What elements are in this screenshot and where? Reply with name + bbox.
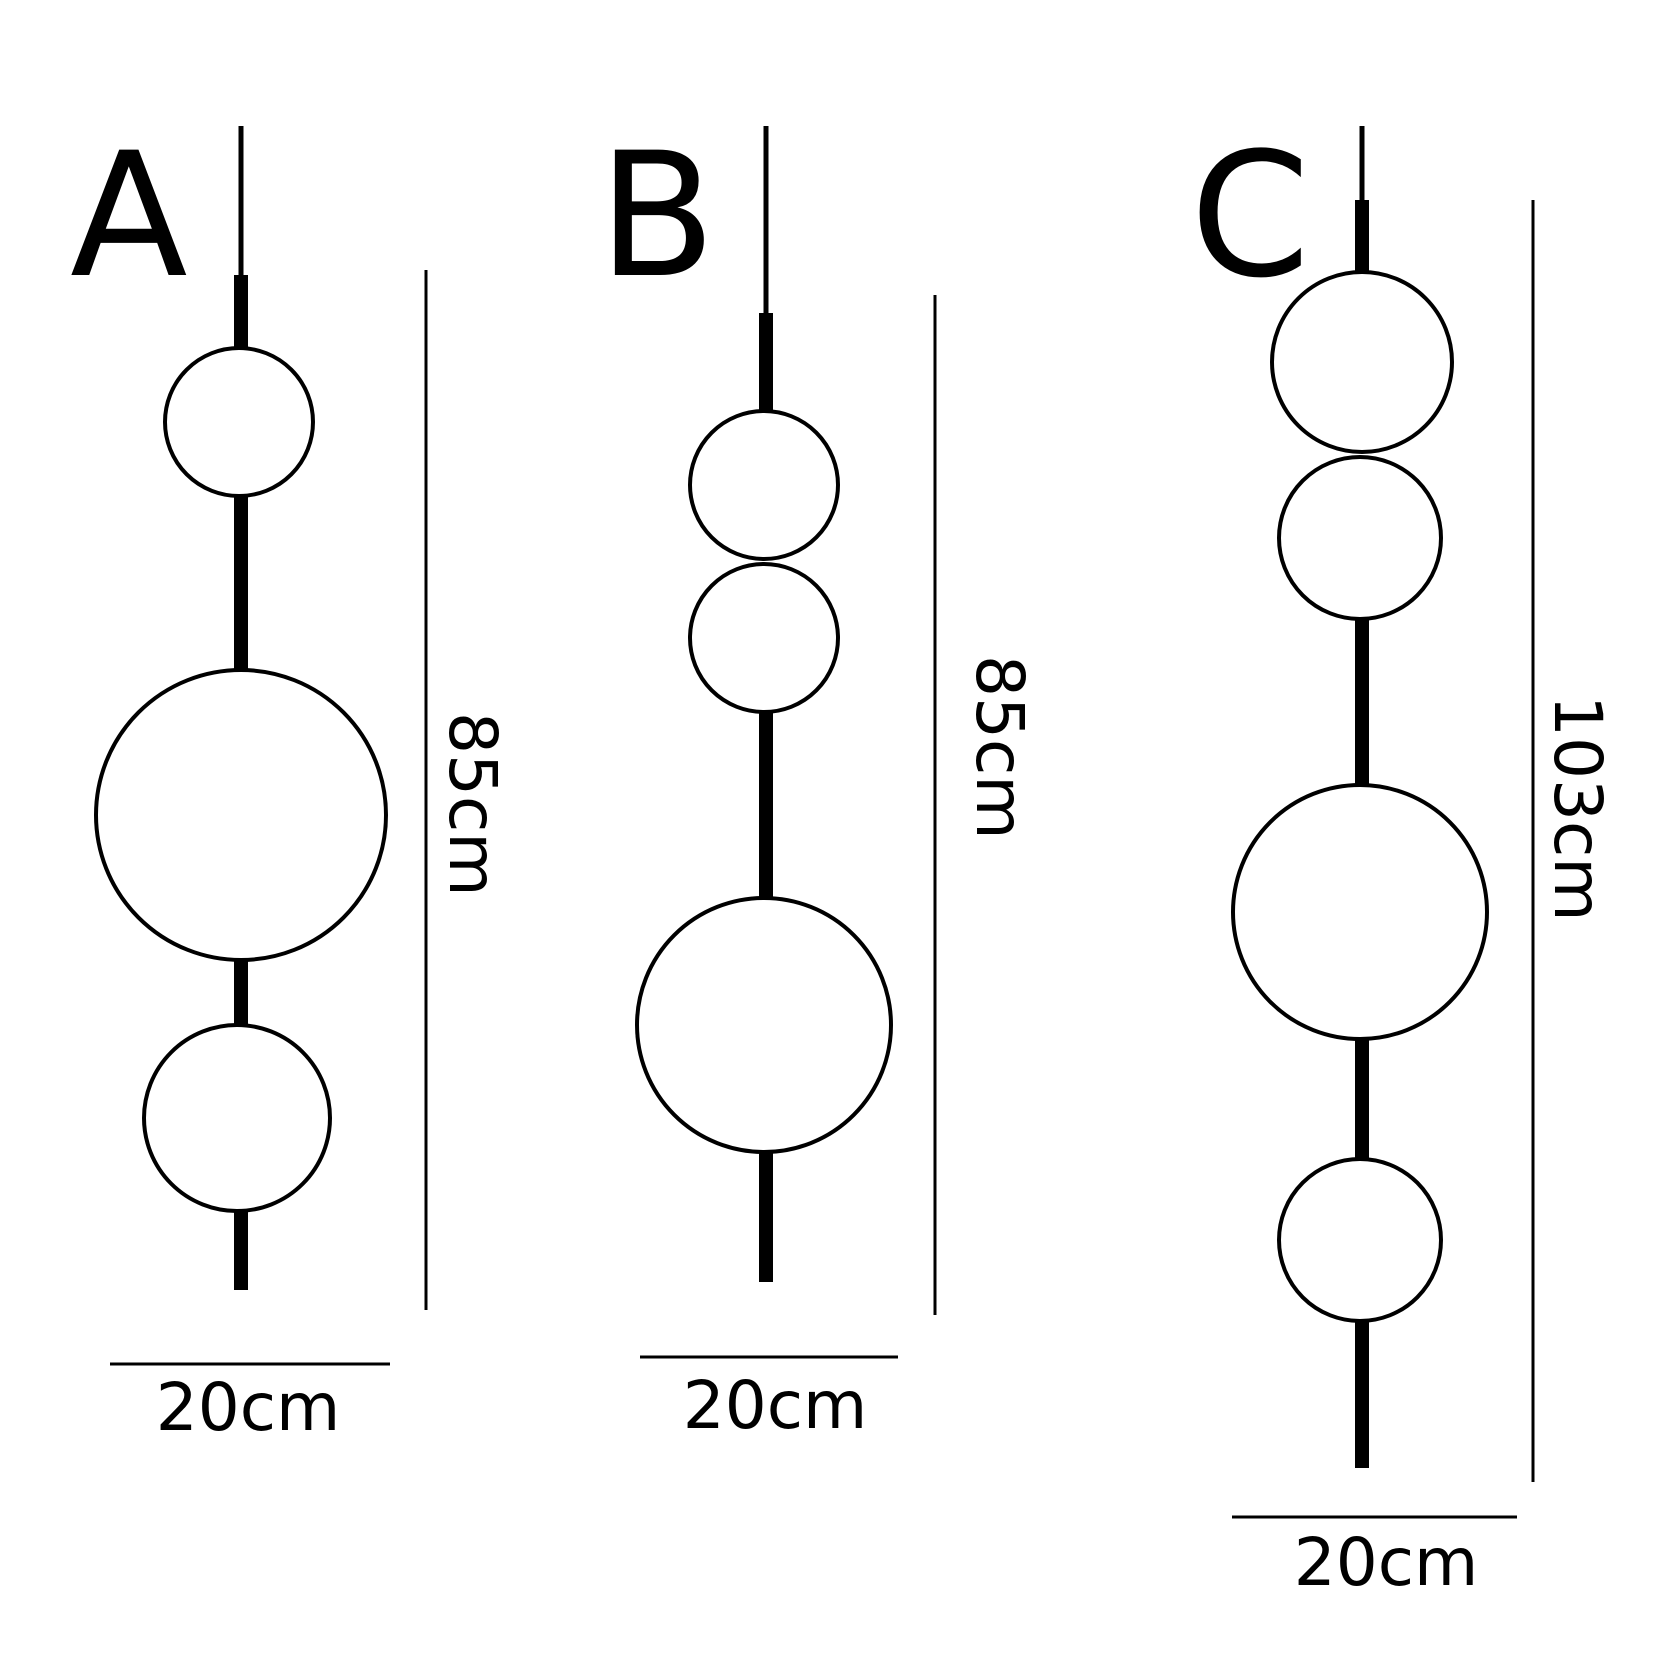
variant-a-globe-large: [94, 668, 388, 962]
variant-b: B 85cm 20cm: [598, 115, 1038, 1444]
variant-b-globe-large: [635, 896, 893, 1154]
variant-a-letter: A: [70, 115, 188, 316]
variant-c-letter: C: [1190, 115, 1310, 316]
variant-b-globe-small-second: [688, 562, 840, 714]
variant-c-globe-medium-second: [1277, 455, 1443, 621]
variant-a: A 85cm 20cm: [70, 115, 511, 1446]
variant-a-height-label: 85cm: [434, 712, 511, 897]
variant-a-globe-medium-bottom: [142, 1023, 332, 1213]
variant-c: C 103cm 20cm: [1190, 115, 1616, 1601]
variant-a-globe-small-top: [163, 346, 315, 498]
variant-b-letter: B: [598, 115, 716, 316]
variant-c-globe-large: [1231, 783, 1489, 1041]
variant-c-height-label: 103cm: [1539, 695, 1616, 922]
variant-c-width-label: 20cm: [1294, 1524, 1479, 1601]
variant-b-width-label: 20cm: [683, 1367, 868, 1444]
variant-a-width-label: 20cm: [156, 1369, 341, 1446]
variant-c-globe-medium-top: [1270, 270, 1454, 454]
variant-b-height-label: 85cm: [961, 655, 1038, 840]
variant-b-globe-small-top: [688, 409, 840, 561]
variant-c-globe-medium-bottom: [1277, 1157, 1443, 1323]
